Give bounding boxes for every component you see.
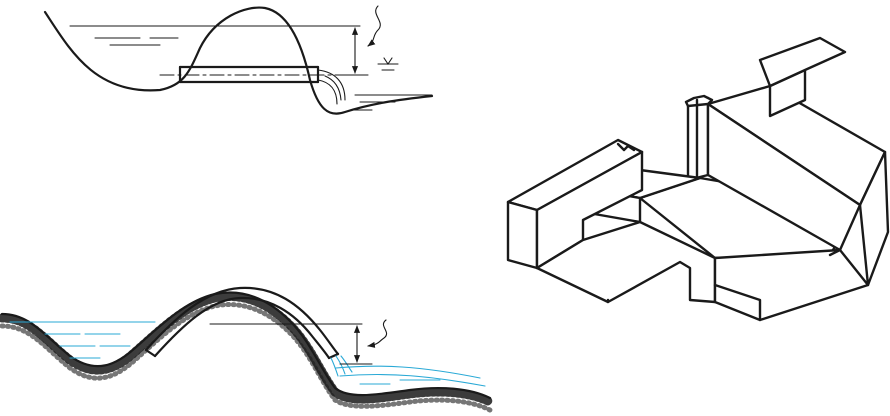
soil-band-texture-inner — [0, 302, 493, 413]
siphon-upstream-hatch — [44, 333, 131, 359]
left-block-front — [506, 200, 539, 270]
ridge-ground-line — [0, 291, 492, 400]
outlet-jet — [317, 69, 346, 105]
squiggle-arrow-icon — [367, 319, 388, 348]
squiggle-arrow-icon — [367, 5, 381, 47]
panel-weir-isometric — [506, 36, 890, 322]
soil-band-texture — [0, 292, 495, 407]
siphon-outlet-jet — [330, 355, 353, 377]
upstream-water-hatch — [94, 37, 179, 46]
gate-post-top — [684, 94, 714, 108]
pipe-through-embankment — [159, 65, 346, 84]
siphon-tailwater — [335, 365, 486, 387]
foundation-step — [713, 283, 762, 322]
panel-pipe-through-embankment — [43, 5, 434, 115]
spillway-inner-slope — [706, 102, 862, 252]
panel-siphon-over-ridge — [0, 286, 495, 413]
tailwater-hatch — [349, 101, 396, 111]
siphon-head-dimension — [339, 325, 373, 365]
right-wing-side-face — [858, 150, 890, 287]
foundation-right — [713, 248, 870, 322]
foundation-front — [535, 220, 717, 304]
head-dimension — [344, 27, 369, 76]
water-level-icon — [377, 57, 399, 71]
apron-edge — [828, 248, 842, 257]
ground-profile — [43, 6, 434, 115]
siphon-pipe — [144, 286, 340, 360]
back-wall-top — [758, 36, 847, 88]
left-block-notch — [616, 142, 636, 152]
